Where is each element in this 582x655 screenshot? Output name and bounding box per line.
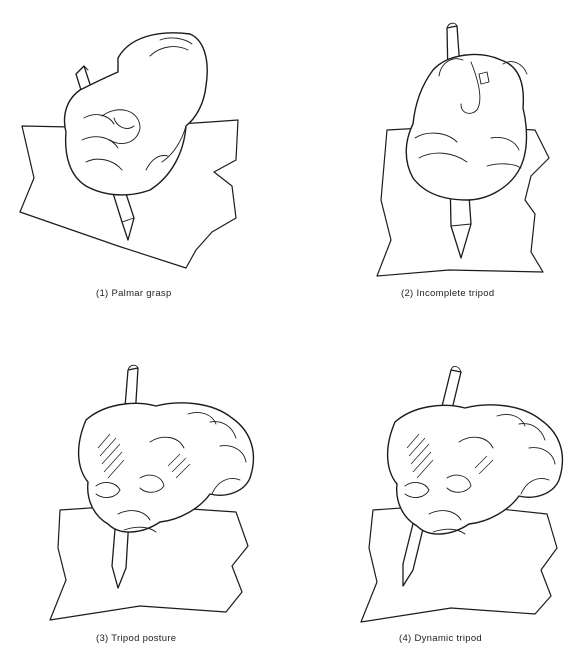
palmar-grasp-illustration [0,0,291,300]
caption-tripod-posture: (3) Tripod posture [96,633,176,644]
incomplete-tripod-illustration [291,0,582,300]
figure-dynamic-tripod: (4) Dynamic tripod [291,330,582,655]
caption-palmar-grasp: (1) Palmar grasp [96,288,172,299]
dynamic-tripod-illustration [291,330,582,630]
tripod-posture-illustration [0,330,291,630]
figure-incomplete-tripod: (2) Incomplete tripod [291,0,582,320]
caption-incomplete-tripod: (2) Incomplete tripod [401,288,494,299]
hand [406,55,526,200]
figure-palmar-grasp: (1) Palmar grasp [0,0,291,320]
caption-dynamic-tripod: (4) Dynamic tripod [399,633,482,644]
figure-tripod-posture: (3) Tripod posture [0,330,291,655]
